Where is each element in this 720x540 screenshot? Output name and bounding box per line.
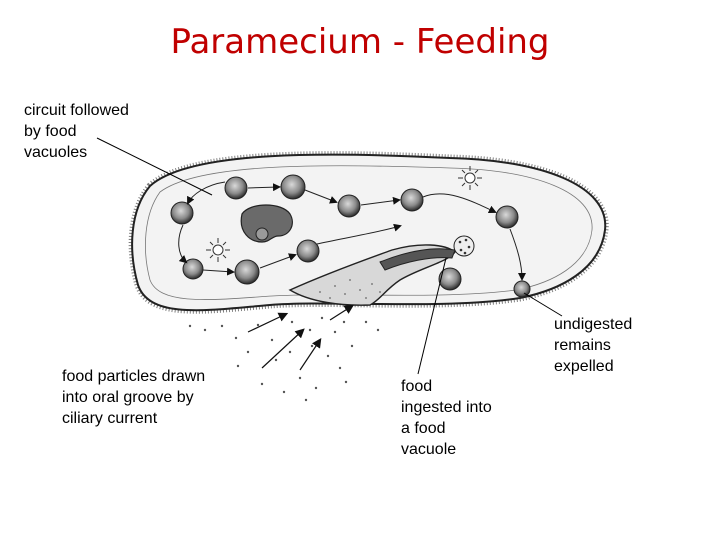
food-vacuole <box>438 267 462 291</box>
food-vacuole <box>234 259 260 285</box>
macronucleus <box>240 204 293 243</box>
gullet <box>379 248 456 271</box>
forming-vacuole-particles <box>458 238 471 255</box>
label-undigested-remains: undigested remains expelled <box>554 316 633 375</box>
forming-food-vacuole <box>453 235 475 257</box>
ciliary-current-arrows <box>247 304 355 371</box>
food-vacuoles <box>170 174 531 298</box>
food-particles <box>188 316 380 402</box>
diagram-title: Paramecium - Feeding <box>170 22 550 62</box>
food-vacuole <box>224 176 248 200</box>
leader-circuit <box>96 137 213 196</box>
food-vacuole <box>280 174 306 200</box>
food-vacuole <box>182 258 204 280</box>
label-circuit-followed: circuit followed by food vacuoles <box>24 102 129 161</box>
label-food-ingested: food ingested into a food vacuole <box>401 378 492 458</box>
leader-ingested <box>417 257 447 375</box>
food-vacuole <box>400 188 424 212</box>
contractile-vacuole-left <box>206 238 230 262</box>
label-food-particles: food particles drawn into oral groove by… <box>62 368 206 427</box>
food-vacuole <box>296 239 320 263</box>
micronucleus <box>255 227 269 241</box>
food-vacuole <box>170 201 194 225</box>
food-vacuole <box>495 205 519 229</box>
leader-lines <box>96 137 563 375</box>
groove-stipple <box>319 279 381 299</box>
leader-expelled <box>523 292 563 317</box>
food-vacuole <box>513 280 531 298</box>
contractile-vacuole-right <box>458 166 482 190</box>
food-vacuole <box>337 194 361 218</box>
pellicle-line <box>145 165 593 300</box>
cyclosis-arrows <box>178 181 526 281</box>
